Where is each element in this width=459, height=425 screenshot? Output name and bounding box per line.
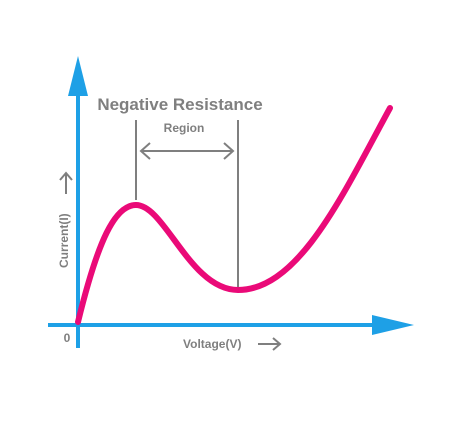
x-axis-label: Voltage(V) <box>183 337 241 351</box>
diagram-title: Negative Resistance <box>97 95 262 114</box>
iv-curve <box>75 105 393 325</box>
y-direction-arrow-icon <box>59 171 73 194</box>
y-axis <box>68 56 88 348</box>
x-axis <box>48 315 414 335</box>
region-arrow-left-head <box>139 142 151 160</box>
x-direction-arrow-icon <box>258 337 282 351</box>
region-label: Region <box>164 121 205 135</box>
region-markers <box>135 120 239 287</box>
region-arrow-right-head <box>223 142 235 160</box>
y-axis-arrowhead <box>68 56 88 96</box>
y-axis-label: Current(I) <box>57 213 71 268</box>
origin-label: 0 <box>64 331 71 345</box>
x-axis-arrowhead <box>372 315 414 335</box>
